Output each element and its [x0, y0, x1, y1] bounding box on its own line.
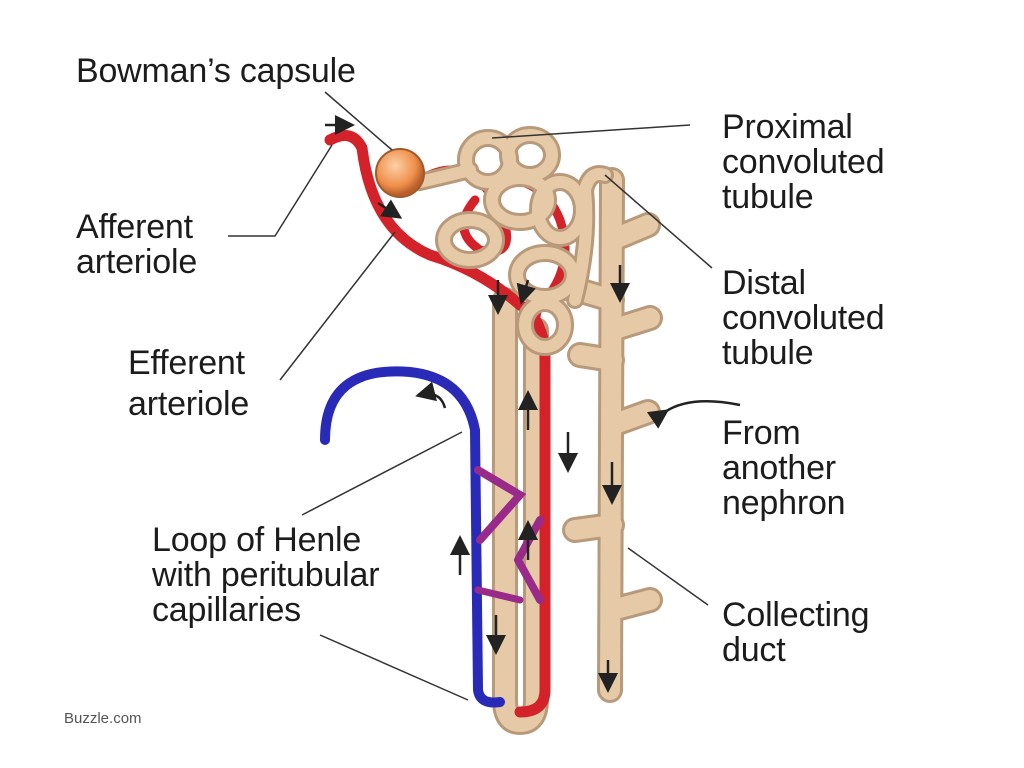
flow-arrows — [325, 115, 741, 693]
convoluted-tubules — [411, 126, 614, 356]
peritubular-vein — [320, 366, 527, 708]
collecting-duct-shape — [562, 167, 663, 703]
image-credit: Buzzle.com — [64, 710, 142, 727]
label-from-another-nephron: From another nephron — [722, 414, 846, 522]
label-loop-of-henle: Loop of Henle with peritubular capillari… — [152, 521, 380, 629]
leader-lines — [228, 91, 713, 701]
bowmans-capsule-shape — [375, 148, 425, 198]
label-collecting-duct: Collecting duct — [722, 596, 870, 669]
label-proximal-convoluted-tubule: Proximal convoluted tubule — [722, 108, 885, 216]
label-afferent-arteriole: Afferent arteriole — [76, 208, 198, 281]
label-bowmans-capsule: Bowman’s capsule — [76, 52, 356, 90]
label-distal-convoluted-tubule: Distal convoluted tubule — [722, 264, 885, 372]
label-efferent-arteriole: Efferent arteriole — [128, 344, 250, 423]
